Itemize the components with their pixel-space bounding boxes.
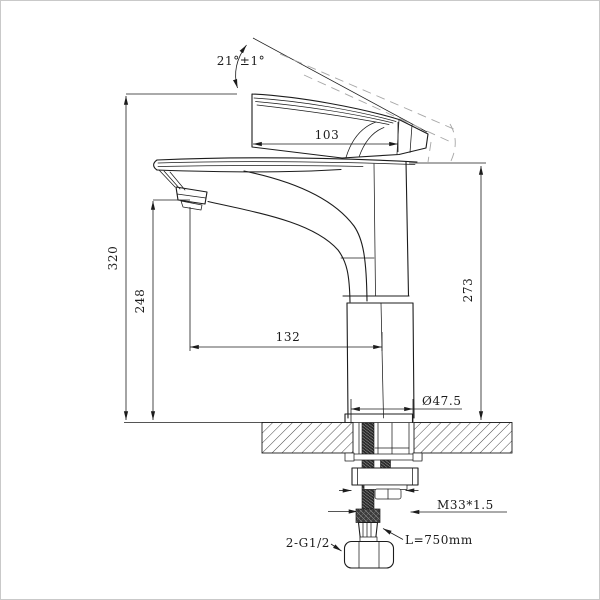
spout-deck-contour-1 (157, 161, 416, 165)
shank-threaded-section (361, 422, 375, 512)
spout-deck-top (156, 157, 418, 163)
handle-neck-curve-1 (345, 121, 377, 158)
dim-handle-length: 103 (253, 122, 399, 152)
spout-deck-contour-2 (157, 165, 364, 167)
dim-overall-height: 320 (106, 96, 129, 420)
phantom-handle-edge (427, 141, 432, 163)
handle-angle-label: 21°±1° (217, 54, 266, 68)
dim-mount-thread: M33*1.5 (328, 498, 507, 515)
handle-top-contour-2 (255, 101, 394, 124)
phantom-handle-line-2 (303, 74, 454, 144)
aerator-line (176, 193, 207, 199)
dim-spout-reach: 132 (189, 207, 383, 351)
dim-spout-height: 248 (133, 199, 190, 420)
hose-connection-leader (330, 543, 342, 552)
overall-height-label: 320 (106, 246, 120, 271)
spout-tip-round (153, 159, 158, 171)
spout-tip-facets (158, 169, 186, 191)
faucet-body (340, 160, 415, 424)
hose-length-leader (382, 528, 404, 540)
handle-endcap-lines (396, 119, 413, 155)
phantom-handle-end (449, 123, 456, 162)
body-lower-sides (346, 302, 415, 419)
mounting-washer (345, 453, 423, 461)
angle-arc-arrow (232, 44, 247, 89)
hose-connection-label: 2-G1/2 (286, 536, 330, 550)
mounting-assembly (339, 422, 423, 512)
hose-length-label: L=750mm (405, 533, 473, 547)
aerator-outlet (175, 186, 208, 205)
shank-tube-lines (358, 422, 410, 455)
handle-outline (251, 93, 429, 159)
label-hose-length: L=750mm (382, 528, 473, 547)
spout-reach-label: 132 (276, 330, 301, 344)
aerator-lip (180, 200, 203, 211)
phantom-handle-line-1 (279, 53, 457, 131)
dim-body-height: 273 (409, 162, 486, 420)
handle-top-contour-3 (256, 104, 390, 125)
handle-top-contour-1 (253, 97, 397, 122)
spout-deck-bottom (156, 168, 342, 173)
handle-length-label: 103 (315, 128, 340, 142)
counter-right-section (413, 422, 513, 454)
label-hose-connection: 2-G1/2 (286, 536, 342, 552)
hose-hex-fitting (343, 540, 395, 569)
spout-underside-outer (207, 200, 351, 303)
dim-body-diameter: Ø47.5 (350, 394, 462, 422)
mount-thread-label: M33*1.5 (437, 498, 494, 512)
body-base-flange (344, 413, 414, 424)
angle-annotation: 21°±1° (126, 37, 457, 163)
lock-nut (351, 467, 419, 486)
washer-right-tab (412, 452, 423, 462)
supply-hose (343, 508, 395, 569)
spout-underside-inner (243, 170, 368, 302)
counter-left-section (261, 422, 354, 454)
washer-left-tab (344, 452, 355, 462)
body-upper-right-edge (405, 160, 410, 297)
countertop (124, 422, 513, 454)
hose-braided-section (355, 508, 381, 523)
faucet-spout (153, 157, 418, 303)
body-upper-joint-line (373, 163, 376, 297)
lock-nut-edges (357, 467, 413, 486)
body-diameter-label: Ø47.5 (422, 394, 462, 408)
hex-fitting-facets (358, 541, 380, 569)
faucet-handle (251, 93, 429, 159)
handle-neck-curve-2 (358, 127, 385, 158)
handle-raised-line (252, 37, 428, 133)
body-height-label: 273 (461, 278, 475, 303)
spout-height-label: 248 (133, 289, 147, 314)
body-lower-center-line (380, 302, 384, 419)
